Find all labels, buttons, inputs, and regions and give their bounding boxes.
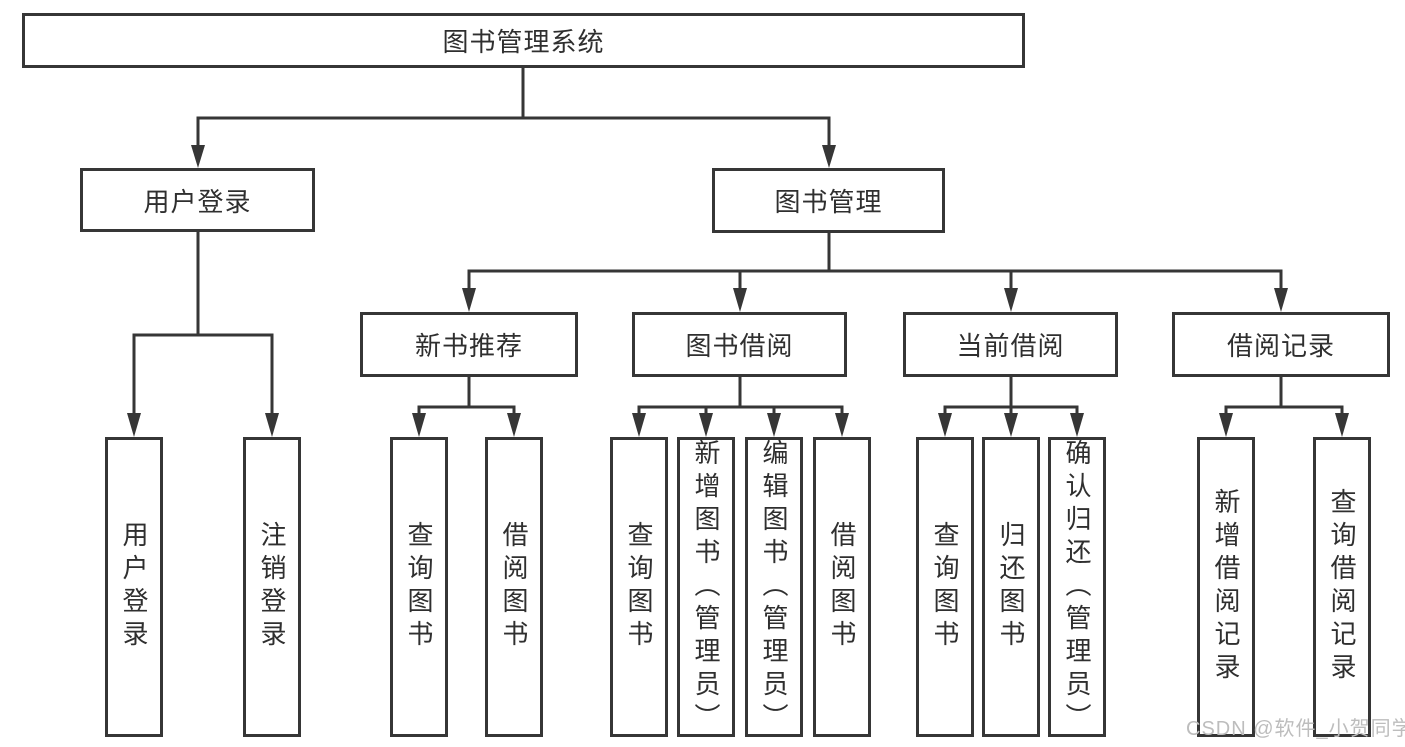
- leaf-current-query-label: 查询图书: [930, 521, 960, 653]
- leaf-borrow-query: 查询图书: [610, 437, 668, 737]
- arrowhead: [767, 413, 781, 437]
- leaf-current-return-label: 归还图书: [996, 521, 1026, 653]
- node-borrow-records: 借阅记录: [1172, 312, 1390, 377]
- node-new-books: 新书推荐: [360, 312, 578, 377]
- node-user-login-label: 用户登录: [143, 186, 252, 217]
- node-new-books-label: 新书推荐: [414, 331, 523, 361]
- leaf-borrow-add: 新增图书（管理员）: [677, 437, 735, 737]
- leaf-logout-label: 注销登录: [257, 521, 287, 653]
- arrowhead: [699, 413, 713, 437]
- node-current-borrow: 当前借阅: [903, 312, 1118, 377]
- arrowhead: [412, 413, 426, 437]
- leaf-current-confirm-return: 确认归还（管理员）: [1048, 437, 1106, 737]
- node-user-login: 用户登录: [80, 168, 315, 232]
- arrowhead: [127, 413, 141, 437]
- arrowhead: [1070, 413, 1084, 437]
- leaf-new-books-query: 查询图书: [390, 437, 448, 737]
- node-current-borrow-label: 当前借阅: [956, 331, 1065, 361]
- leaf-current-confirm-return-label: 确认归还（管理员）: [1062, 438, 1092, 736]
- leaf-borrow-edit: 编辑图书（管理员）: [745, 437, 803, 737]
- node-book-borrow-label: 图书借阅: [685, 331, 794, 361]
- arrowhead: [191, 145, 205, 168]
- arrowhead: [1335, 413, 1349, 437]
- leaf-records-query: 查询借阅记录: [1313, 437, 1371, 737]
- leaf-borrow-edit-label: 编辑图书（管理员）: [759, 438, 789, 736]
- arrowhead: [822, 145, 836, 168]
- arrowhead: [507, 413, 521, 437]
- node-root-label: 图书管理系统: [442, 27, 605, 57]
- node-book-mgmt: 图书管理: [712, 168, 945, 233]
- node-root: 图书管理系统: [22, 13, 1025, 68]
- leaf-borrow-query-label: 查询图书: [624, 521, 654, 653]
- arrowhead: [1219, 413, 1233, 437]
- node-borrow-records-label: 借阅记录: [1226, 331, 1335, 361]
- csdn-watermark: CSDN @软件_小贺同学: [1186, 718, 1405, 740]
- leaf-borrow-add-label: 新增图书（管理员）: [691, 438, 721, 736]
- leaf-user-login-label: 用户登录: [119, 521, 149, 653]
- arrowhead: [1274, 288, 1288, 312]
- arrowhead: [265, 413, 279, 437]
- leaf-new-books-borrow: 借阅图书: [485, 437, 543, 737]
- leaf-new-books-borrow-label: 借阅图书: [499, 521, 529, 653]
- node-book-borrow: 图书借阅: [632, 312, 847, 377]
- leaf-borrow-borrow-label: 借阅图书: [827, 521, 857, 653]
- arrowhead: [938, 413, 952, 437]
- leaf-user-login: 用户登录: [105, 437, 163, 737]
- leaf-logout: 注销登录: [243, 437, 301, 737]
- arrowhead: [1004, 413, 1018, 437]
- leaf-borrow-borrow: 借阅图书: [813, 437, 871, 737]
- leaf-records-query-label: 查询借阅记录: [1327, 488, 1357, 686]
- leaf-records-add-label: 新增借阅记录: [1211, 488, 1241, 686]
- arrowhead: [632, 413, 646, 437]
- arrowhead: [733, 288, 747, 312]
- leaf-new-books-query-label: 查询图书: [404, 521, 434, 653]
- arrowhead: [462, 288, 476, 312]
- node-book-mgmt-label: 图书管理: [774, 187, 883, 217]
- leaf-current-return: 归还图书: [982, 437, 1040, 737]
- arrowhead: [835, 413, 849, 437]
- arrowhead: [1004, 288, 1018, 312]
- leaf-records-add: 新增借阅记录: [1197, 437, 1255, 737]
- leaf-current-query: 查询图书: [916, 437, 974, 737]
